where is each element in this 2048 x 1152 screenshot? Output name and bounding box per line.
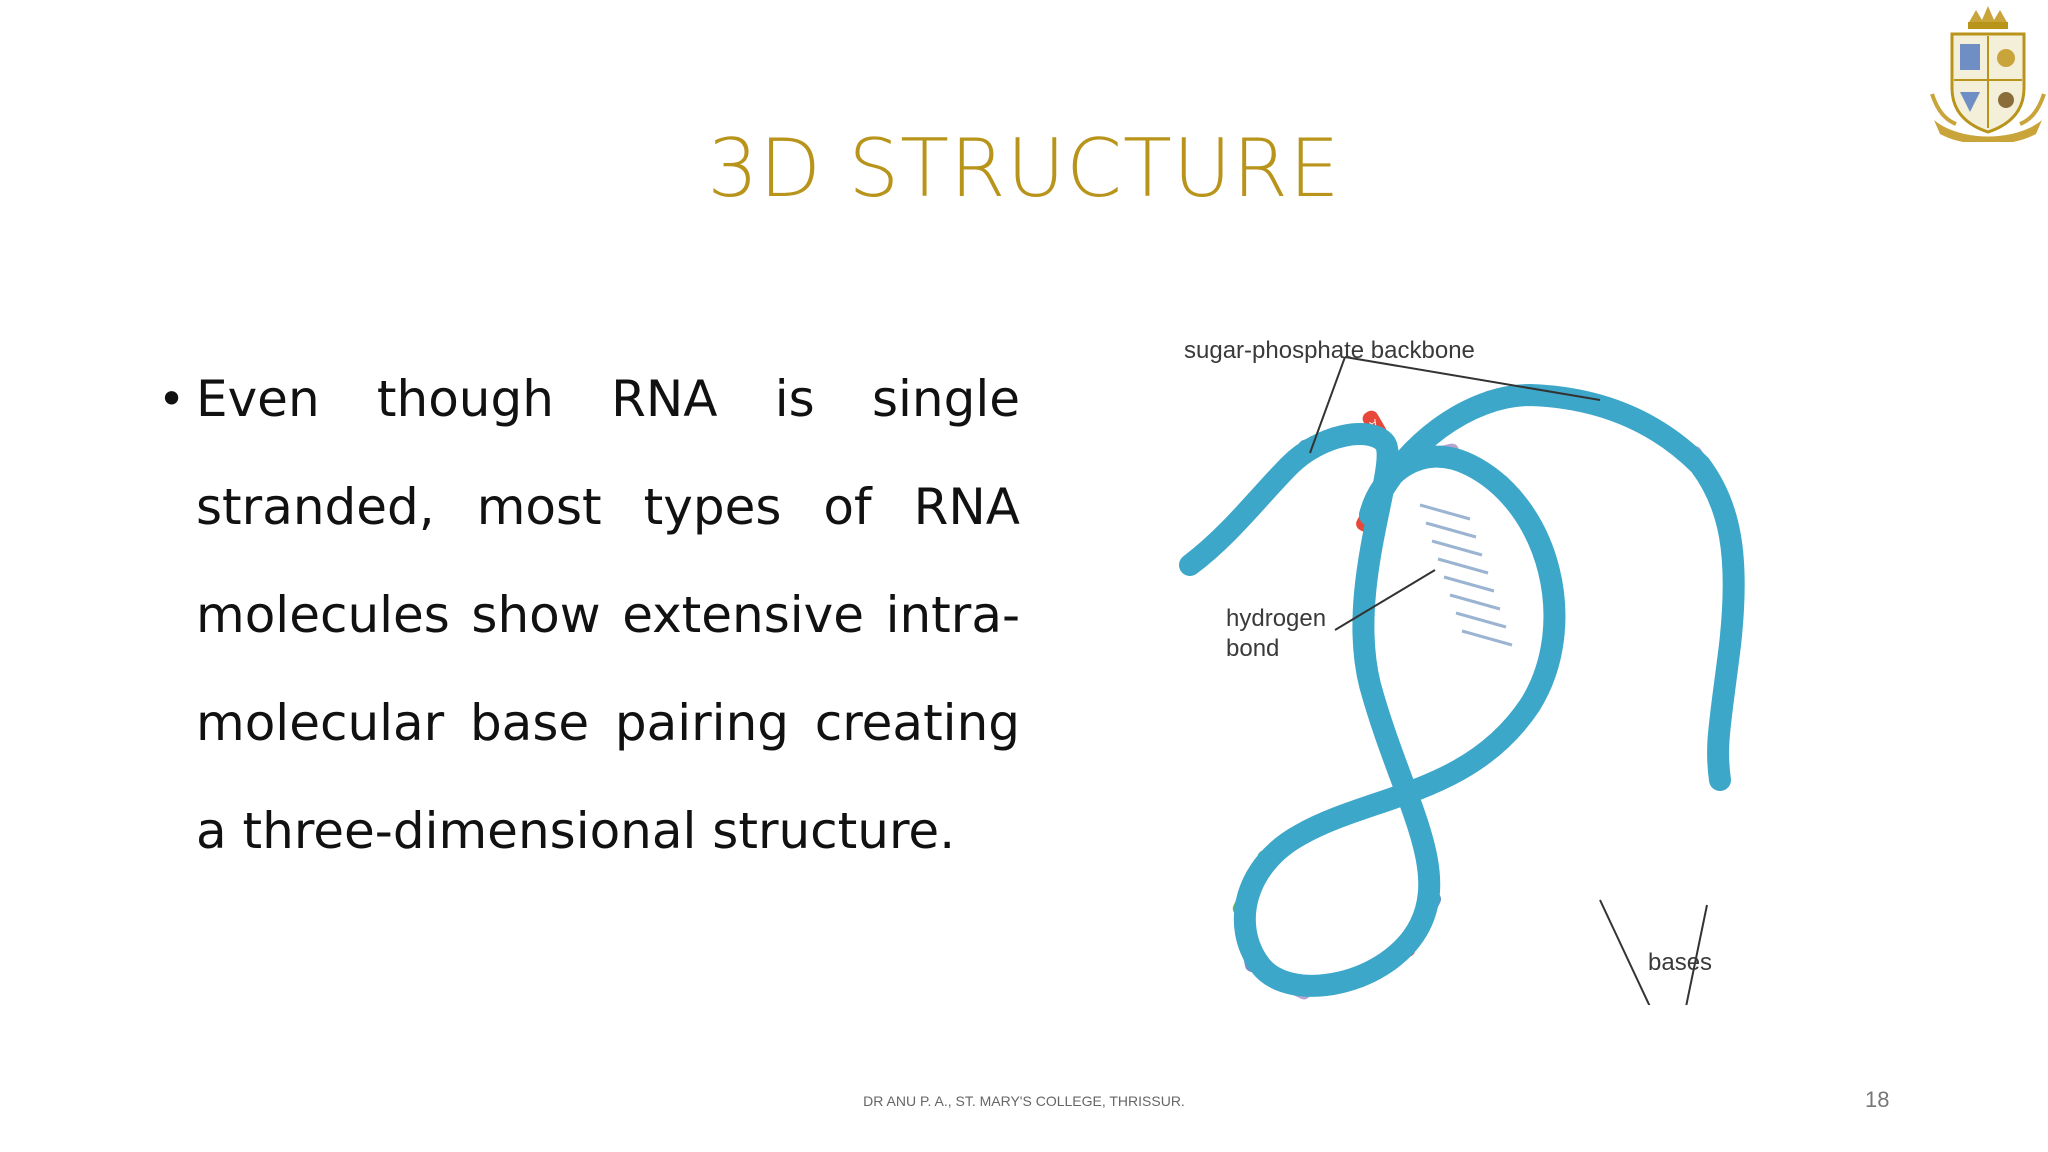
page-number: 18 bbox=[1865, 1087, 1890, 1112]
bases-label: bases bbox=[1648, 949, 1713, 976]
hydrogen-bond-line bbox=[1431, 539, 1483, 557]
hydrogen-bonds bbox=[1419, 503, 1513, 647]
slide-title: 3D STRUCTURE bbox=[707, 122, 1341, 215]
hydrogen-bond-line bbox=[1449, 593, 1501, 611]
bullet-dot: • bbox=[158, 372, 186, 426]
backbone-arc bbox=[1359, 383, 1745, 791]
backbone-leader-right bbox=[1344, 356, 1601, 401]
hydrogen-bond-line bbox=[1455, 611, 1507, 629]
hydrogen-label: hydrogen bbox=[1226, 605, 1327, 632]
hydrogen-bond-line bbox=[1443, 575, 1495, 593]
bond-label: bond bbox=[1226, 635, 1280, 662]
backbone-label: sugar-phosphate backbone bbox=[1184, 337, 1475, 364]
rna-diagram-svg: UUGGAACCGAGUAGAUUGCCUAUUGGCCAUUUAAGUGUCA… bbox=[1179, 356, 1745, 1061]
bullet-list: • Even though RNA is single stranded, mo… bbox=[158, 345, 1020, 885]
college-crest-logo bbox=[1930, 2, 2046, 145]
slide-footer: DR ANU P. A., ST. MARY'S COLLEGE, THRISS… bbox=[863, 1093, 1185, 1109]
hbond-leader bbox=[1334, 569, 1436, 631]
hydrogen-bond-line bbox=[1437, 557, 1489, 575]
backbone-leader-left bbox=[1309, 356, 1346, 454]
rna-structure-diagram: UUGGAACCGAGUAGAUUGCCUAUUGGCCAUUUAAGUGUCA… bbox=[1170, 325, 1810, 1061]
backbone-strand bbox=[1179, 423, 1566, 997]
bullet-item: • Even though RNA is single stranded, mo… bbox=[158, 345, 1020, 885]
bullet-text: Even though RNA is single stranded, most… bbox=[196, 370, 1020, 860]
hydrogen-bond-line bbox=[1425, 521, 1477, 539]
hydrogen-bond-line bbox=[1461, 629, 1513, 647]
hydrogen-bond-line bbox=[1419, 503, 1471, 521]
crest-icon bbox=[1930, 6, 2046, 145]
